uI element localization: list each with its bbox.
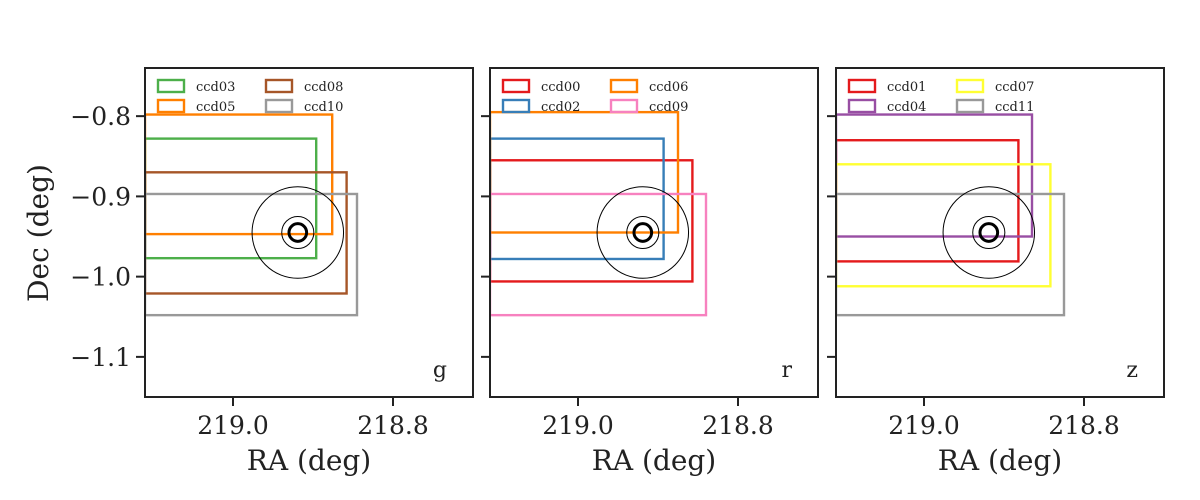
x-tick-label: 218.8 bbox=[1048, 411, 1120, 440]
ccd-footprint-ccd09 bbox=[490, 192, 708, 317]
target-circle-0 bbox=[596, 186, 690, 279]
ccd-footprint-ccd10 bbox=[145, 192, 359, 317]
legend-label-ccd05: ccd05 bbox=[196, 100, 235, 115]
legend-label-ccd06: ccd06 bbox=[649, 80, 688, 95]
ccd-footprint-ccd06 bbox=[490, 110, 680, 234]
legend-label-ccd03: ccd03 bbox=[196, 80, 235, 95]
y-tick-label: −1.1 bbox=[70, 343, 131, 372]
y-tick-label: −0.9 bbox=[70, 182, 131, 211]
target-circle-1 bbox=[626, 215, 660, 250]
target-circle-2 bbox=[978, 222, 1000, 243]
x-tick-label: 218.8 bbox=[357, 411, 429, 440]
legend: ccd00 ccd02 ccd06 ccd09 bbox=[501, 78, 688, 115]
legend-label-ccd00: ccd00 bbox=[541, 80, 580, 95]
x-axis-label: RA (deg) bbox=[938, 444, 1062, 477]
legend-swatch-ccd10 bbox=[264, 98, 294, 114]
panel-z: 219.0 218.8 RA (deg) z ccd01 ccd04 ccd07 ccd11 bbox=[827, 67, 1165, 477]
panel-frame bbox=[144, 67, 474, 398]
legend-swatch-ccd04 bbox=[847, 98, 877, 114]
panel-frame bbox=[489, 67, 819, 398]
legend-swatch-ccd03 bbox=[156, 78, 186, 94]
ccd-footprint-ccd02 bbox=[490, 137, 665, 261]
legend-label-ccd10: ccd10 bbox=[304, 100, 343, 115]
legend-label-ccd07: ccd07 bbox=[995, 80, 1034, 95]
ccd-footprint-ccd05 bbox=[145, 113, 334, 236]
plot-area bbox=[145, 113, 359, 317]
x-tick-label: 219.0 bbox=[888, 411, 960, 440]
x-tick-label: 219.0 bbox=[197, 411, 269, 440]
legend-label-ccd04: ccd04 bbox=[887, 100, 926, 115]
target-circle-2 bbox=[632, 222, 654, 243]
panel-frame bbox=[835, 67, 1165, 398]
legend-swatch-ccd02 bbox=[501, 98, 531, 114]
legend-swatch-ccd11 bbox=[955, 98, 985, 114]
band-label: g bbox=[433, 358, 447, 383]
target-circle-0 bbox=[251, 186, 345, 279]
ccd-footprint-ccd07 bbox=[836, 163, 1052, 288]
x-tick-label: 219.0 bbox=[542, 411, 614, 440]
ccd-footprint-ccd00 bbox=[490, 159, 694, 283]
plot-area bbox=[836, 113, 1066, 317]
band-label: z bbox=[1126, 358, 1138, 383]
legend: ccd03 ccd05 ccd08 ccd10 bbox=[156, 78, 343, 115]
legend-label-ccd09: ccd09 bbox=[649, 100, 688, 115]
legend-swatch-ccd06 bbox=[609, 78, 639, 94]
panel-r: 219.0 218.8 RA (deg) r ccd00 ccd02 ccd06 ccd09 bbox=[481, 67, 819, 477]
target-circle-0 bbox=[942, 186, 1036, 279]
panels: −0.8 −0.9 −1.0 −1.1 219.0 218.8 RA (deg) g ccd03… bbox=[70, 67, 1165, 477]
plot-area bbox=[490, 110, 708, 317]
legend-swatch-ccd01 bbox=[847, 78, 877, 94]
x-axis-label: RA (deg) bbox=[247, 444, 371, 477]
ccd-footprint-ccd11 bbox=[836, 192, 1066, 317]
y-tick-label: −0.8 bbox=[70, 102, 131, 131]
legend-swatch-ccd07 bbox=[955, 78, 985, 94]
legend-swatch-ccd09 bbox=[609, 98, 639, 114]
ccd-footprint-ccd03 bbox=[145, 137, 318, 260]
legend-swatch-ccd00 bbox=[501, 78, 531, 94]
y-tick-label: −1.0 bbox=[70, 263, 131, 292]
x-axis-label: RA (deg) bbox=[592, 444, 716, 477]
legend-label-ccd02: ccd02 bbox=[541, 100, 580, 115]
y-axis-label: Dec (deg) bbox=[22, 164, 55, 302]
ccd-footprint-ccd01 bbox=[836, 139, 1020, 263]
target-circle-1 bbox=[281, 215, 315, 250]
x-tick-label: 218.8 bbox=[702, 411, 774, 440]
target-circle-2 bbox=[287, 222, 309, 243]
legend-swatch-ccd05 bbox=[156, 98, 186, 114]
legend: ccd01 ccd04 ccd07 ccd11 bbox=[847, 78, 1034, 115]
panel-g: −0.8 −0.9 −1.0 −1.1 219.0 218.8 RA (deg) g ccd03… bbox=[70, 67, 474, 477]
legend-swatch-ccd08 bbox=[264, 78, 294, 94]
legend-label-ccd01: ccd01 bbox=[887, 80, 926, 95]
target-circle-1 bbox=[972, 215, 1006, 250]
band-label: r bbox=[781, 358, 792, 383]
ccd-footprint-ccd08 bbox=[145, 171, 348, 295]
legend-label-ccd08: ccd08 bbox=[304, 80, 343, 95]
ccd-footprint-ccd04 bbox=[836, 113, 1034, 238]
legend-label-ccd11: ccd11 bbox=[995, 100, 1034, 115]
